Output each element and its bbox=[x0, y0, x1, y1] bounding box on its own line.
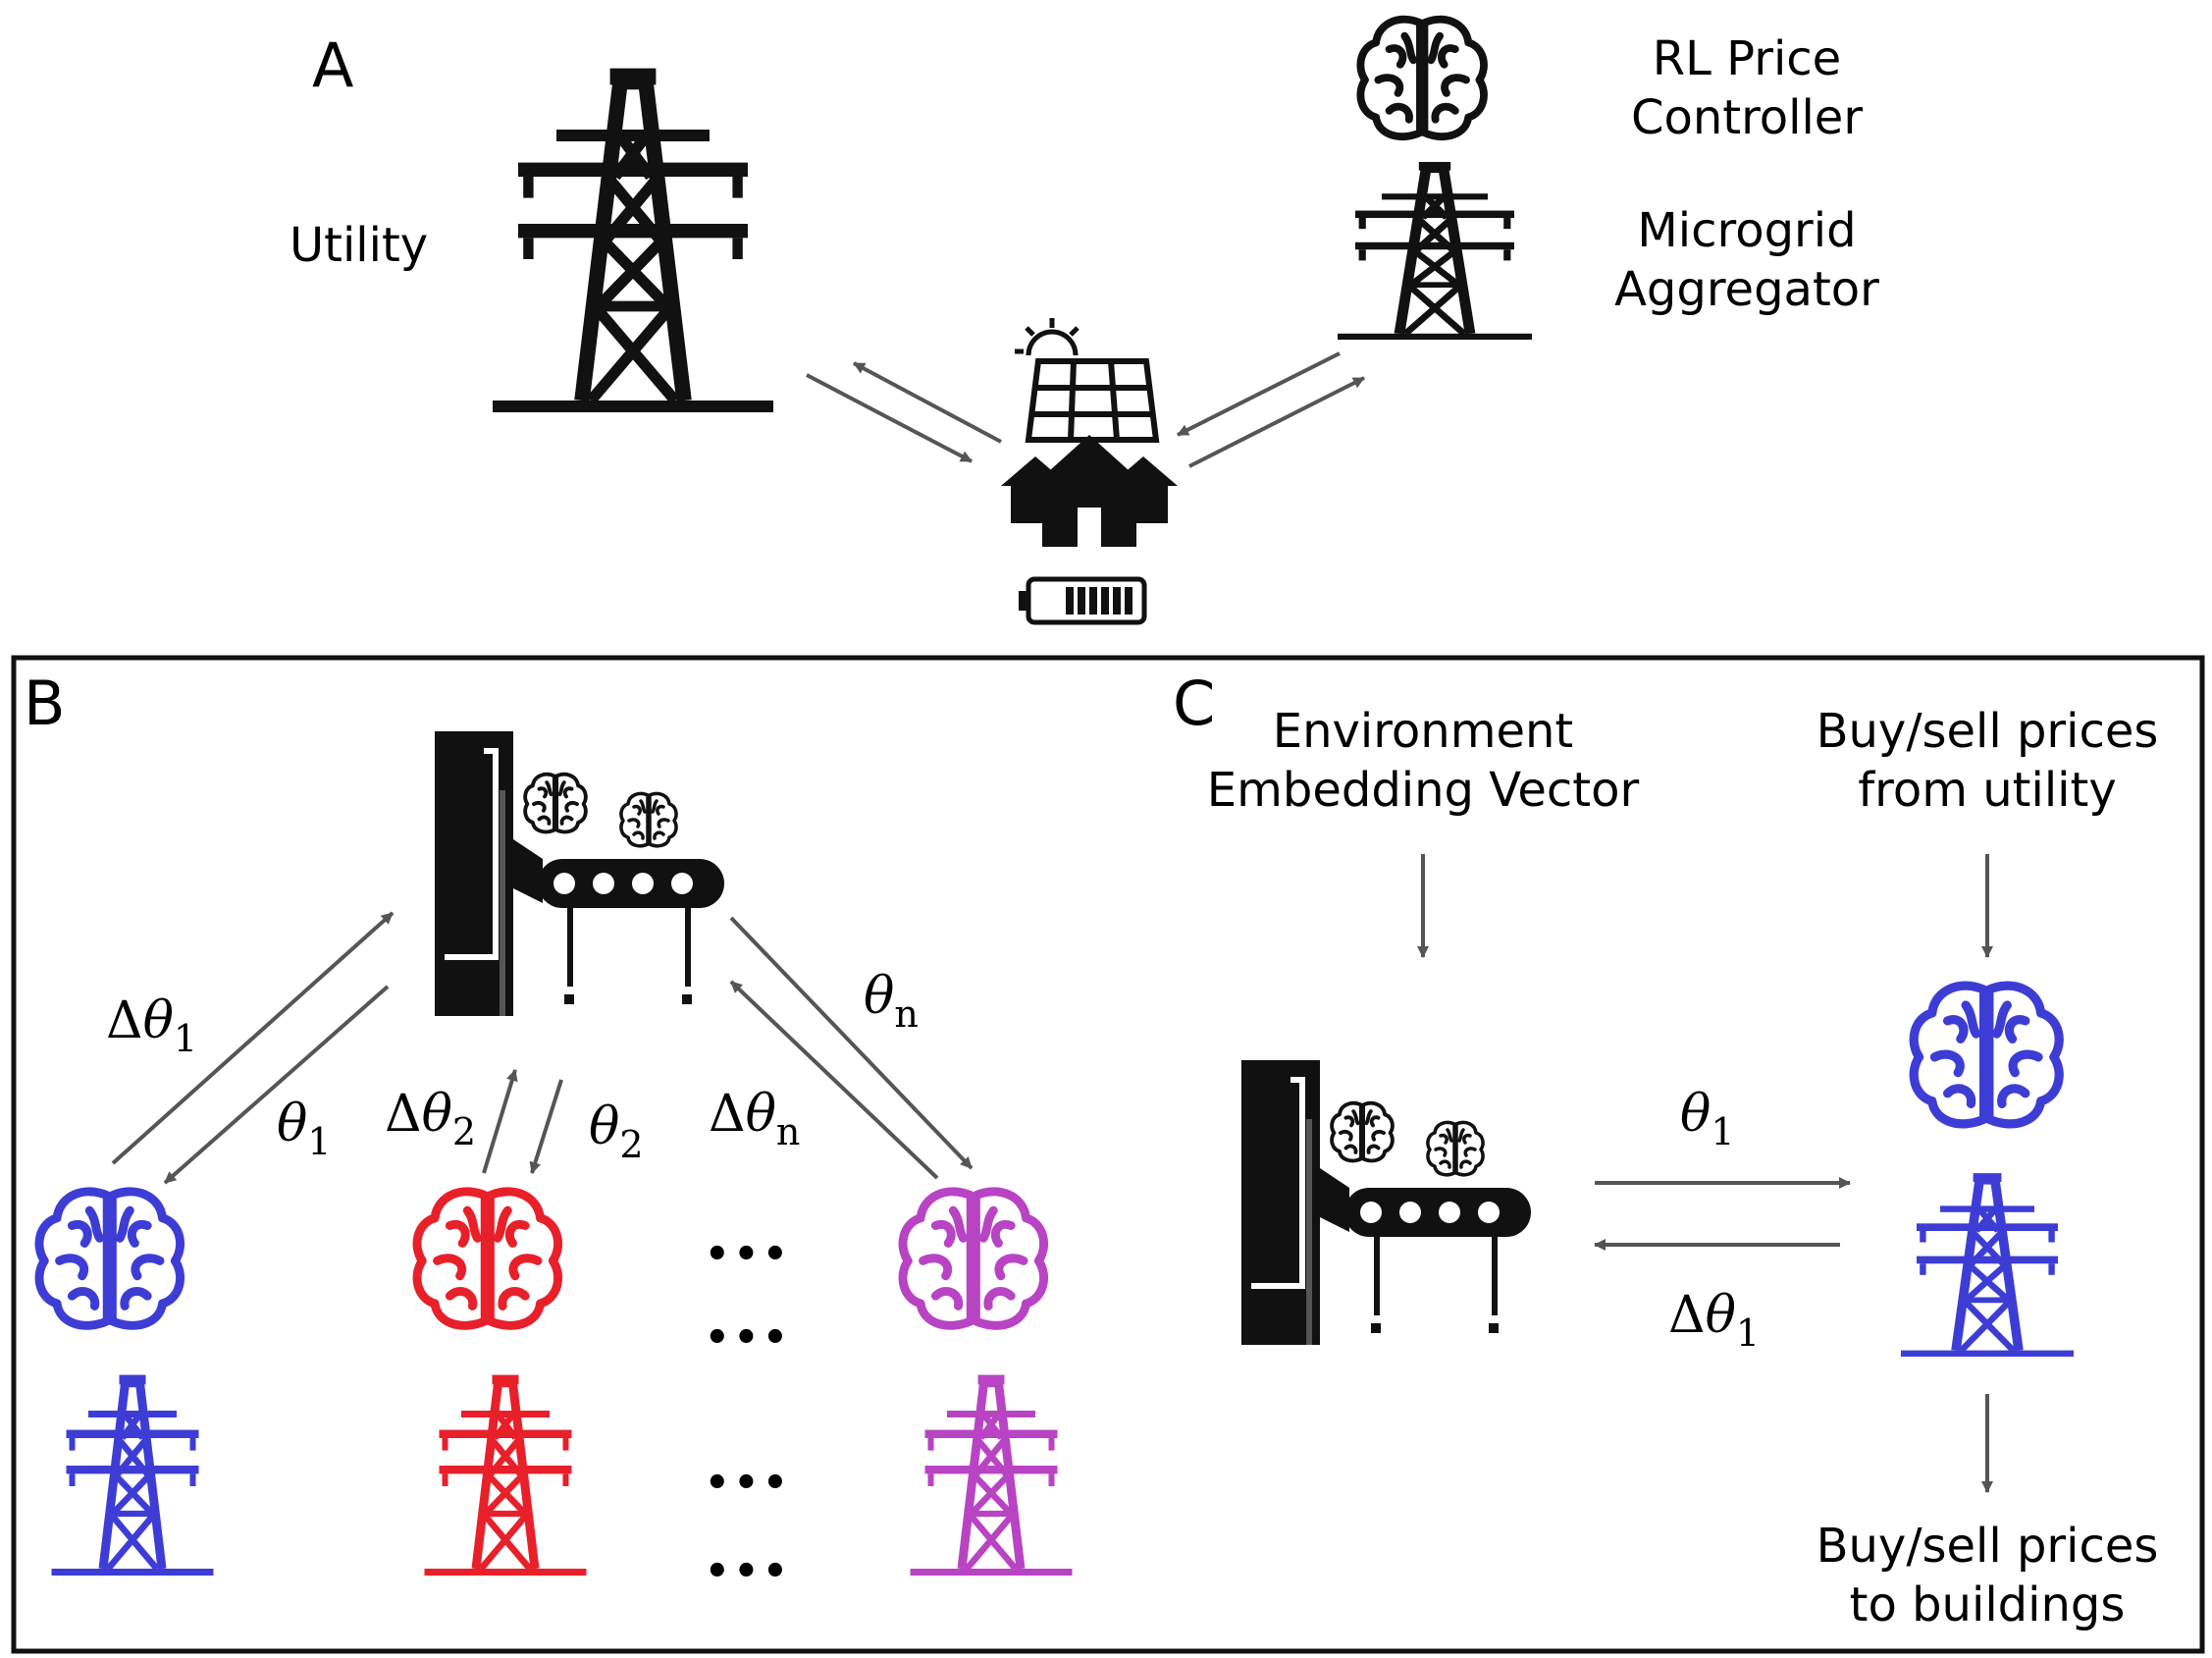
theta-1-label: θ1 bbox=[277, 1095, 332, 1163]
controller-label-line1: RL Price bbox=[1652, 31, 1842, 86]
panel-b bbox=[39, 731, 1072, 1576]
delta-theta-n-label: Δθn bbox=[709, 1085, 801, 1153]
agent-n-tower-icon bbox=[911, 1375, 1073, 1576]
c-delta-theta-1-label: Δθ1 bbox=[1668, 1286, 1761, 1355]
aggregator-label-line1: Microgrid bbox=[1637, 203, 1857, 258]
env-embedding-line1: Environment bbox=[1272, 704, 1574, 759]
theta-n-label: θn bbox=[864, 967, 919, 1036]
sun-icon bbox=[1015, 318, 1080, 356]
brain-icon bbox=[1360, 20, 1484, 136]
delta-theta-2-label: Δθ2 bbox=[385, 1085, 477, 1153]
agent-1-brain-icon bbox=[39, 1192, 181, 1325]
panel-c bbox=[1241, 854, 2074, 1493]
utility-label: Utility bbox=[290, 218, 429, 273]
env-embedding-line2: Embedding Vector bbox=[1206, 763, 1640, 818]
ellipsis-3: ••• bbox=[705, 1461, 792, 1506]
agent-2-tower-icon bbox=[425, 1375, 587, 1576]
buy-sell-to-buildings-line2: to buildings bbox=[1849, 1578, 2126, 1632]
ellipsis-1: ••• bbox=[705, 1232, 792, 1277]
battery-icon bbox=[1019, 576, 1147, 625]
panel-c-letter: C bbox=[1173, 668, 1216, 739]
meta-learner-icon bbox=[1241, 1060, 1531, 1345]
delta-theta-1-label: Δθ1 bbox=[106, 991, 198, 1060]
agent-tower-icon bbox=[1901, 1173, 2074, 1357]
ellipsis-4: ••• bbox=[705, 1549, 792, 1594]
buy-sell-from-utility-line1: Buy/sell prices bbox=[1816, 704, 2159, 759]
agent-n-brain-icon bbox=[903, 1192, 1044, 1325]
agent-brain-icon bbox=[1914, 986, 2059, 1124]
aggregator-label-line2: Aggregator bbox=[1614, 262, 1879, 317]
meta-learner-icon bbox=[435, 731, 724, 1016]
tower-icon bbox=[493, 69, 773, 412]
panel-bc-frame bbox=[11, 655, 2205, 1654]
panel-a bbox=[493, 20, 1532, 625]
tower-icon bbox=[1338, 162, 1532, 340]
ellipsis-2: ••• bbox=[705, 1315, 792, 1361]
panel-b-letter: B bbox=[24, 668, 66, 739]
buy-sell-from-utility-line2: from utility bbox=[1858, 763, 2117, 818]
houses-icon bbox=[1001, 435, 1178, 547]
agent-1-tower-icon bbox=[52, 1375, 214, 1576]
panel-a-letter: A bbox=[312, 29, 354, 101]
controller-label-line2: Controller bbox=[1630, 90, 1864, 145]
buy-sell-to-buildings-line1: Buy/sell prices bbox=[1816, 1519, 2159, 1574]
agent-2-brain-icon bbox=[417, 1192, 558, 1325]
theta-2-label: θ2 bbox=[589, 1097, 644, 1166]
meta-arrows bbox=[111, 911, 974, 1185]
flow-arrows bbox=[806, 351, 1365, 468]
c-theta-1-label: θ1 bbox=[1680, 1085, 1735, 1153]
c-arrows bbox=[1417, 854, 1993, 1493]
